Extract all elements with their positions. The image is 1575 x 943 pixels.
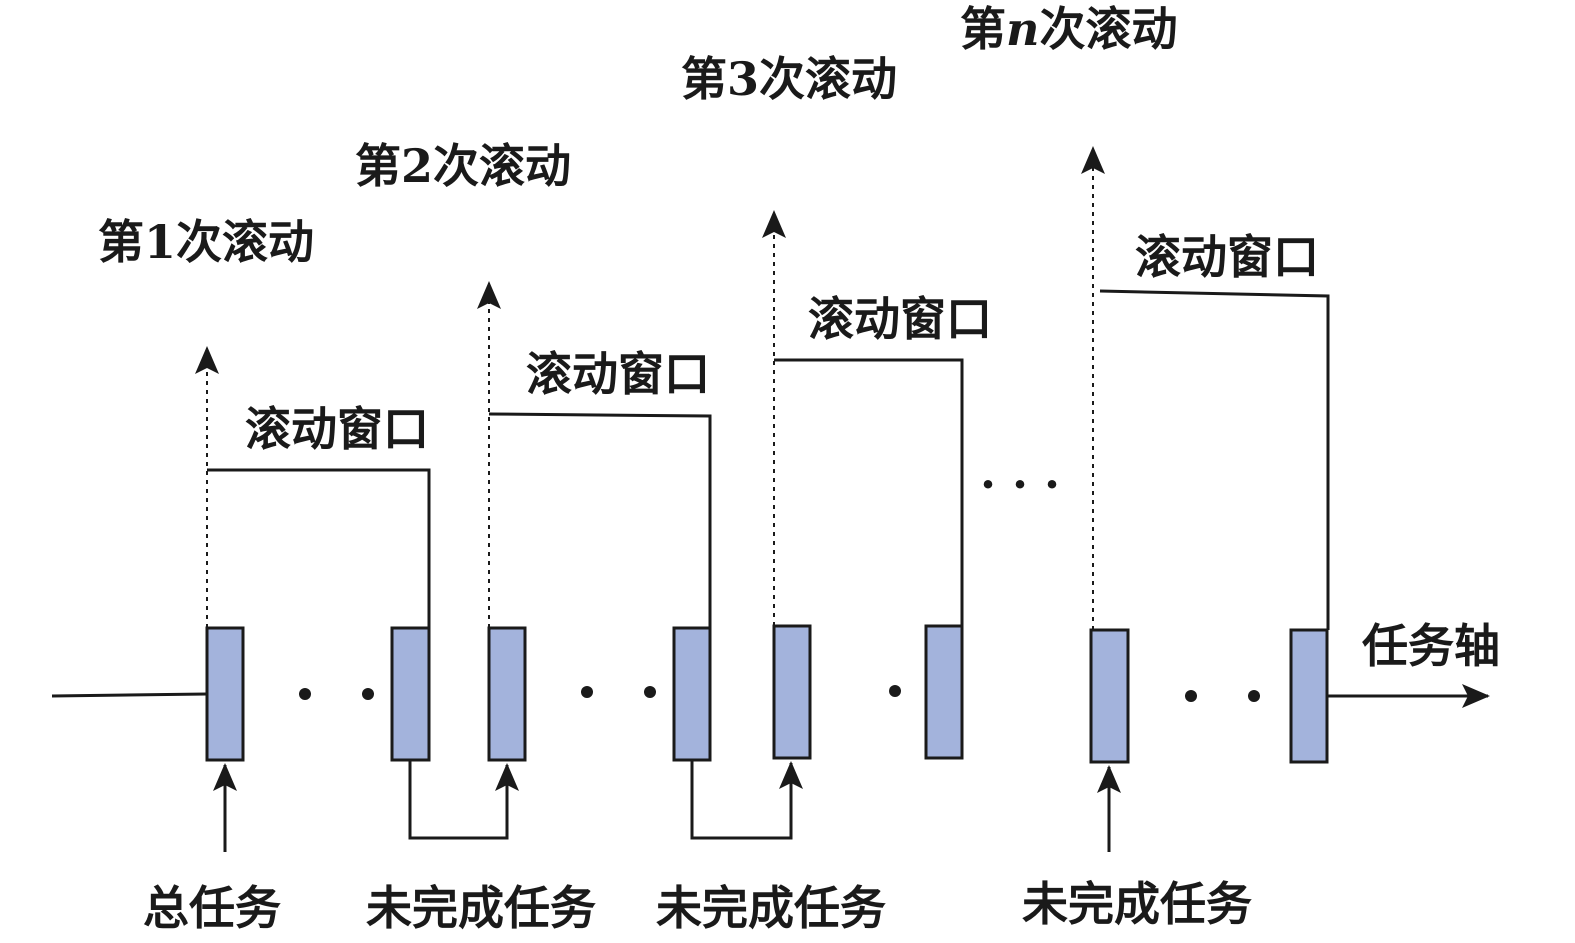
unfinished-task-label-2: 未完成任务: [656, 881, 886, 935]
window-n-label: 滚动窗口: [1135, 230, 1319, 284]
task-box: [672, 626, 712, 762]
task-box: [205, 626, 245, 762]
carryover-connector-2: [690, 760, 803, 840]
roll-1-label: 第1次滚动: [98, 215, 314, 269]
axis-dot: [644, 686, 656, 698]
roll-2-label: 第2次滚动: [355, 139, 571, 193]
window-1-label: 滚动窗口: [245, 402, 429, 456]
total-task-label: 总任务: [143, 881, 281, 935]
task-axis-label: 任务轴: [1362, 619, 1500, 673]
ellipsis: · · ·: [980, 457, 1060, 511]
unfinished-task-label-3: 未完成任务: [1022, 877, 1252, 931]
axis-dot: [299, 688, 311, 700]
window-2-label: 滚动窗口: [526, 347, 710, 401]
axis-dot: [362, 688, 374, 700]
roll-n-label: 第n次滚动: [960, 2, 1177, 56]
carryover-connector-1: [408, 760, 519, 840]
window-2-bracket: [488, 412, 712, 628]
task-box: [924, 624, 964, 760]
window-3-bracket: [774, 358, 964, 626]
task-box: [772, 624, 812, 760]
unfinished-task-label-1: 未完成任务: [366, 881, 596, 935]
task-box: [1089, 628, 1130, 764]
task-box: [487, 626, 527, 762]
task-axis-left: [51, 692, 208, 698]
roll-3-label: 第3次滚动: [681, 52, 897, 106]
window-3-label: 滚动窗口: [808, 292, 992, 346]
task-box: [1289, 628, 1329, 764]
window-1-bracket: [207, 468, 431, 628]
axis-dot: [1185, 690, 1197, 702]
window-n-bracket: [1099, 289, 1330, 630]
axis-dot: [1248, 690, 1260, 702]
task-box: [390, 626, 431, 762]
axis-dot: [889, 685, 901, 697]
axis-dot: [581, 686, 593, 698]
